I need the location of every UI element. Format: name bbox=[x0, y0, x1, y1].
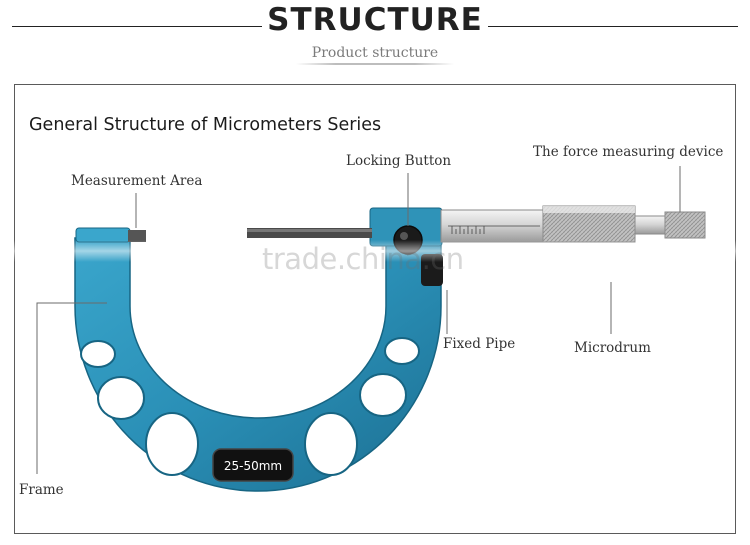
label-measurement-area: Measurement Area bbox=[71, 173, 203, 189]
ratchet bbox=[664, 211, 706, 239]
range-plate-text: 25-50mm bbox=[224, 459, 282, 473]
leader-frame bbox=[36, 302, 107, 474]
frame-hole bbox=[97, 376, 145, 420]
frame-hole bbox=[145, 412, 199, 476]
watermark-band bbox=[0, 240, 750, 262]
ratchet-neck bbox=[634, 215, 666, 235]
header-rule-left bbox=[12, 26, 262, 27]
anvil bbox=[128, 230, 146, 242]
locking-lever bbox=[421, 254, 443, 286]
page-subtitle: Product structure bbox=[311, 45, 439, 61]
spindle bbox=[247, 228, 372, 238]
subtitle-underline bbox=[296, 63, 454, 65]
panel-heading: General Structure of Micrometers Series bbox=[29, 115, 382, 135]
label-frame: Frame bbox=[19, 482, 64, 498]
label-fixed-pipe: Fixed Pipe bbox=[443, 336, 516, 352]
page-title: STRUCTURE bbox=[267, 2, 483, 38]
sleeve-scale bbox=[448, 225, 540, 234]
label-force-device: The force measuring device bbox=[533, 144, 724, 160]
range-plate bbox=[212, 448, 294, 482]
label-microdrum: Microdrum bbox=[574, 340, 651, 356]
label-locking-button: Locking Button bbox=[346, 153, 452, 169]
frame-hole bbox=[304, 412, 358, 476]
frame-hole bbox=[384, 337, 420, 365]
frame-hole bbox=[359, 373, 407, 417]
watermark: trade.china.cn bbox=[262, 242, 464, 276]
frame-hole bbox=[80, 340, 116, 368]
structure-panel bbox=[14, 84, 736, 534]
header-rule-right bbox=[488, 26, 738, 27]
